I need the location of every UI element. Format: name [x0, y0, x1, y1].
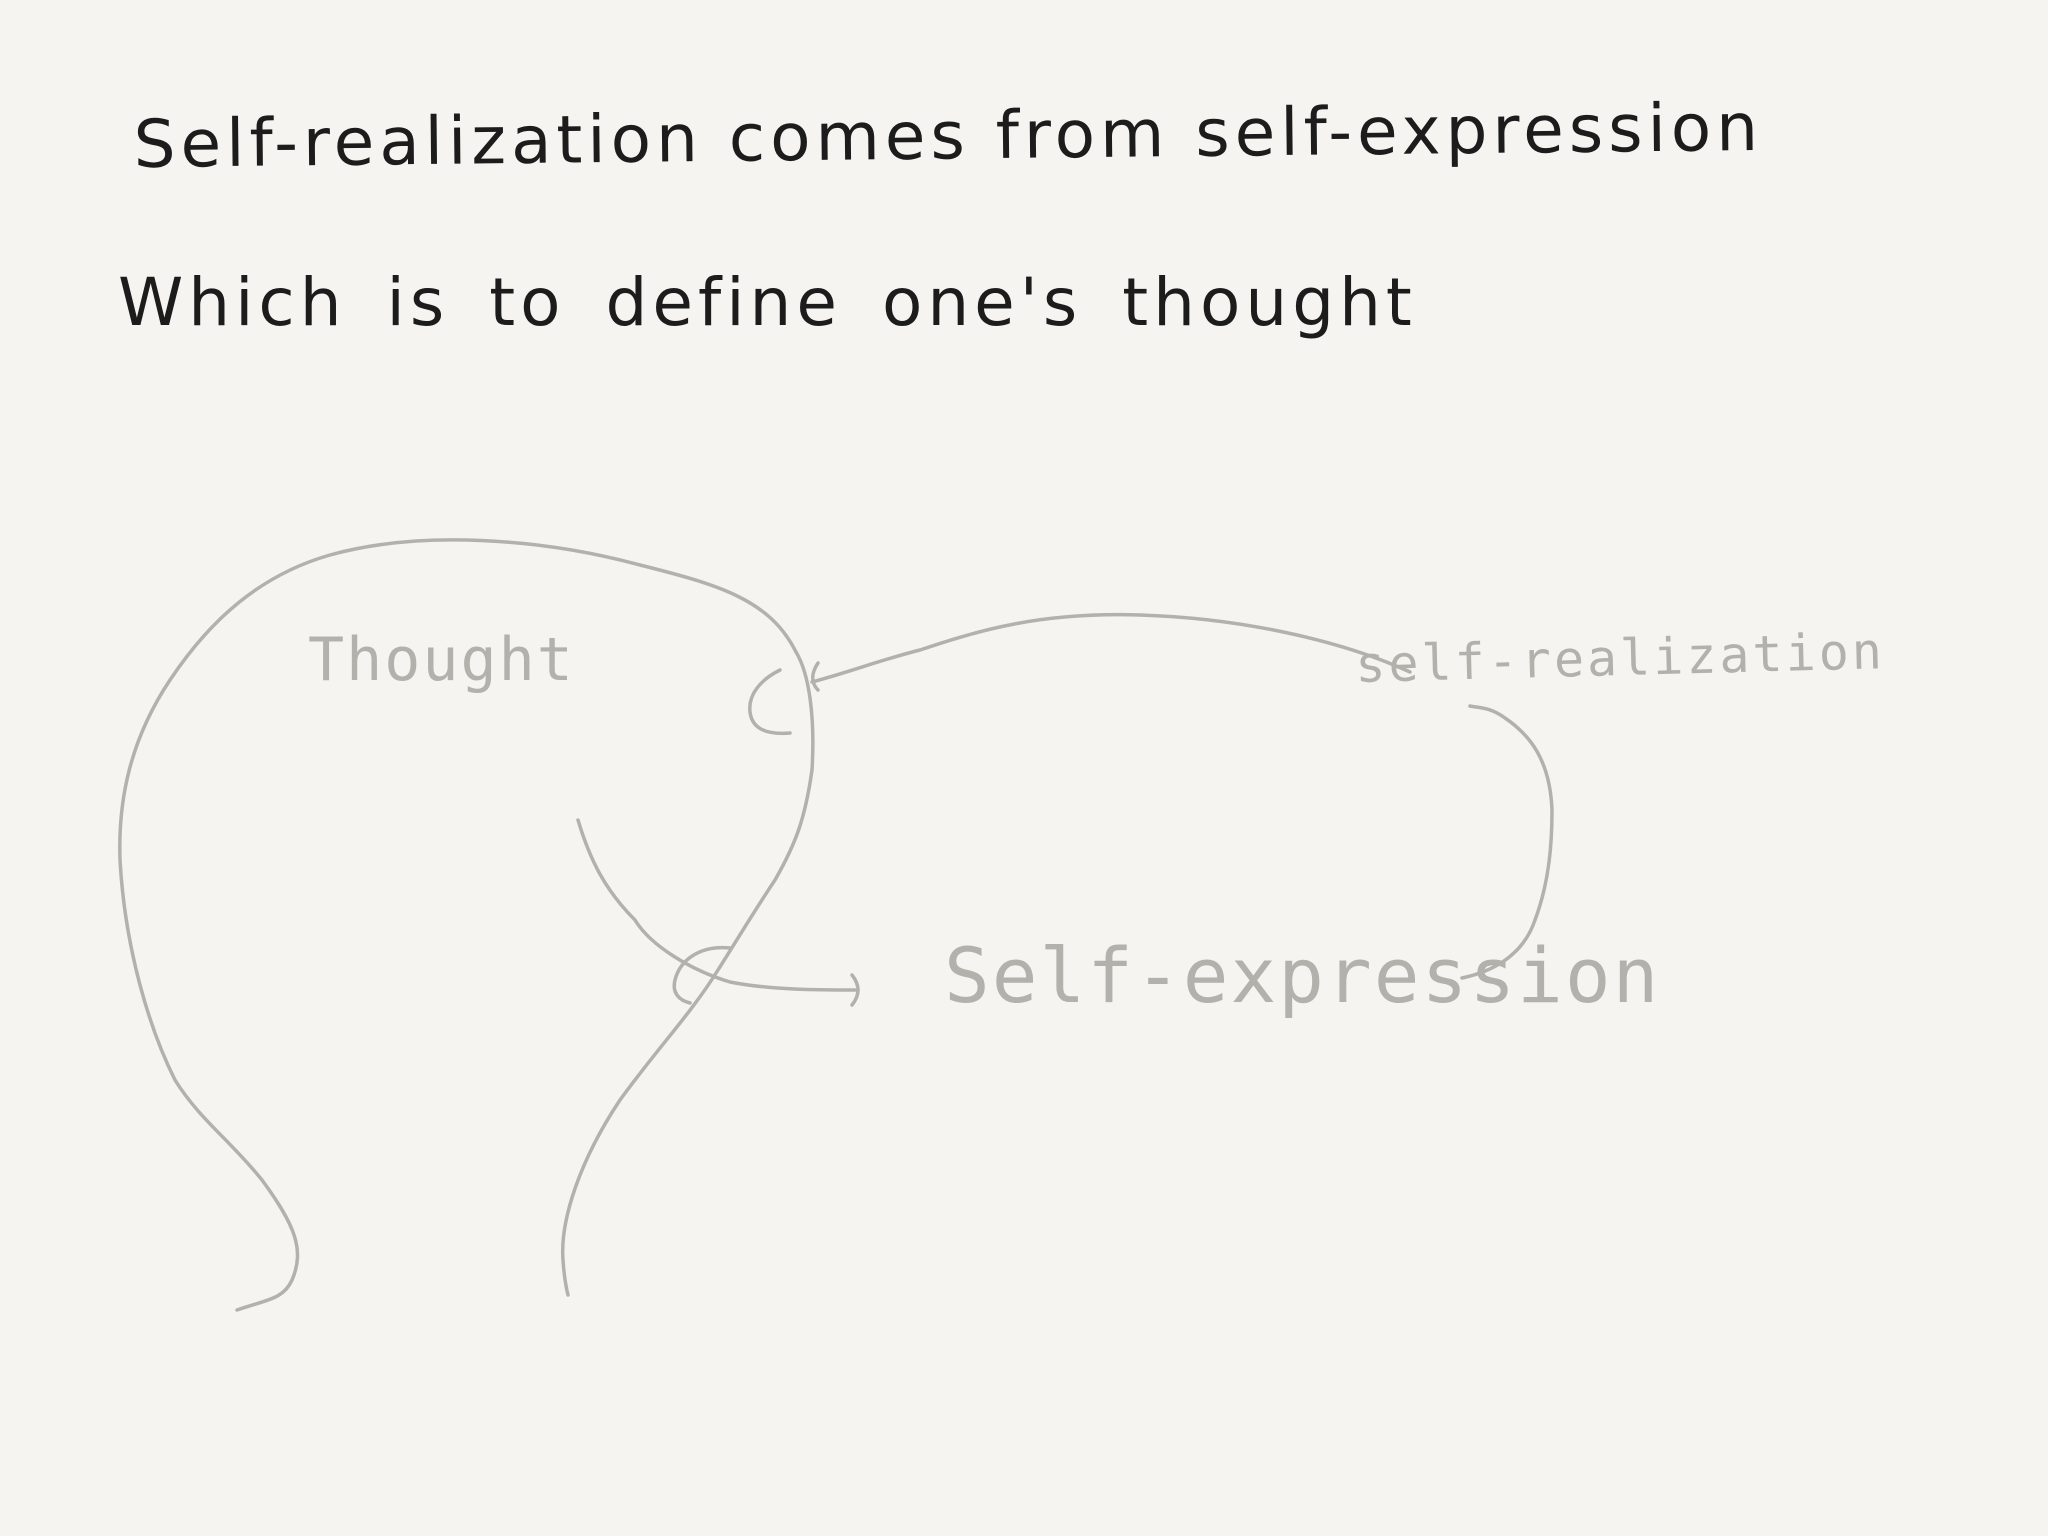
thought-to-expression-arrow [576, 818, 857, 992]
head-outline-stroke [118, 538, 798, 1312]
self-expression-label: Self-expression [944, 931, 1661, 1020]
realization-to-thought-arrow [810, 612, 1412, 684]
head-front-stroke [560, 650, 815, 1297]
self-realization-label: self-realization [1354, 622, 1886, 694]
thought-label: Thought [308, 625, 575, 695]
head-curl-stroke [748, 668, 792, 736]
crossing-loop-stroke [672, 945, 732, 1005]
expression-arrowhead [850, 973, 860, 1007]
realization-loop-stroke [1460, 704, 1554, 980]
thought-arrowhead [811, 661, 820, 692]
note-line-2: Which is to define one's thought [118, 264, 1417, 341]
